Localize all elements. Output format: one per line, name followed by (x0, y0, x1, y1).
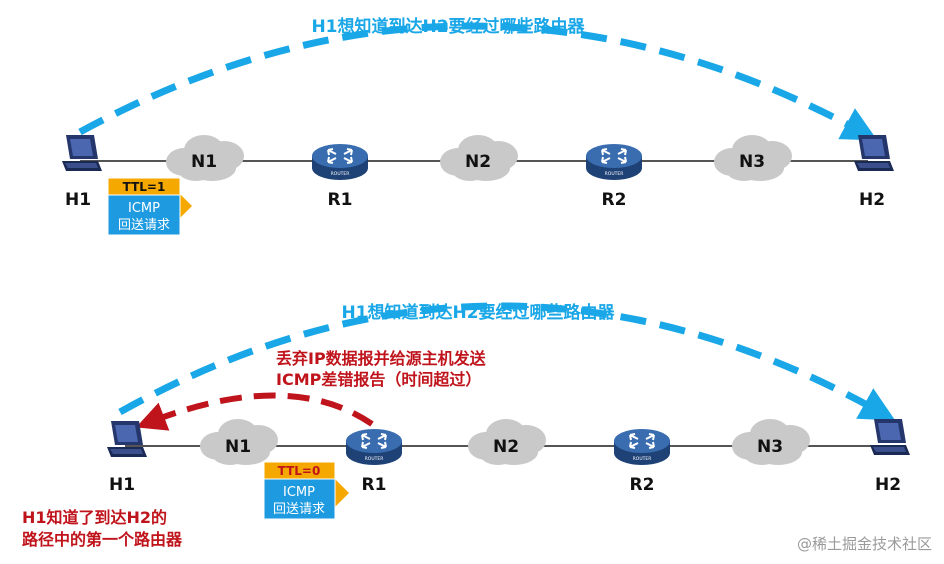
bottom-blue-arc (118, 302, 896, 421)
bottom-red-arc (136, 392, 374, 431)
top-goal-text: H1想知道到达H2要经过哪些路由器 (311, 16, 585, 37)
top-icmp-line2: 回送请求 (118, 218, 170, 233)
bottom-ttl-text: TTL=0 (278, 464, 321, 478)
bottom-label-h1: H1 (109, 475, 135, 495)
bottom-host-h2 (870, 419, 910, 455)
top-label-h2: H2 (859, 190, 885, 210)
discard-line2: ICMP差错报告（时间超过） (276, 370, 481, 389)
bottom-label-h2: H2 (875, 475, 901, 495)
top-label-n3: N3 (739, 152, 765, 172)
bottom-icmp-line1: ICMP (283, 485, 315, 500)
bottom-packet: TTL=0 ICMP 回送请求 (263, 461, 349, 520)
bottom-goal-text: H1想知道到达H2要经过哪些路由器 (341, 302, 615, 323)
bottom-label-r2: R2 (630, 475, 655, 495)
bottom-label-n3: N3 (757, 437, 783, 457)
top-label-n1: N1 (191, 152, 217, 172)
discard-line1: 丢弃IP数据报并给源主机发送 (276, 349, 487, 368)
bottom-panel: H1想知道到达H2要经过哪些路由器 丢弃IP数据报并给源主机发送 ICMP差错报… (22, 302, 910, 549)
top-router-r1-badge: ROUTER (331, 171, 350, 177)
bottom-label-n2: N2 (493, 437, 519, 457)
top-label-h1: H1 (65, 190, 91, 210)
top-host-h1 (62, 135, 102, 171)
bottom-router-r1-badge: ROUTER (365, 456, 384, 462)
bottom-label-r1: R1 (362, 475, 387, 495)
bottom-icmp-line2: 回送请求 (273, 502, 325, 517)
top-label-r1: R1 (328, 190, 353, 210)
result-line1: H1知道了到达H2的 (22, 508, 167, 527)
top-blue-arc (78, 22, 878, 141)
bottom-label-n1: N1 (225, 437, 251, 457)
bottom-router-r2-badge: ROUTER (633, 456, 652, 462)
top-ttl-text: TTL=1 (123, 180, 166, 194)
top-router-r2-badge: ROUTER (605, 171, 624, 177)
bottom-host-h1 (107, 421, 147, 457)
result-line2: 路径中的第一个路由器 (22, 530, 183, 549)
top-host-h2 (854, 135, 894, 171)
top-label-n2: N2 (465, 152, 491, 172)
watermark: @稀土掘金技术社区 (796, 535, 932, 553)
top-label-r2: R2 (602, 190, 627, 210)
top-panel: H1想知道到达H2要经过哪些路由器 H1 N1 ROUTER R1 N2 ROU… (62, 16, 894, 236)
top-packet: TTL=1 ICMP 回送请求 (107, 177, 192, 236)
top-icmp-line1: ICMP (128, 201, 160, 216)
